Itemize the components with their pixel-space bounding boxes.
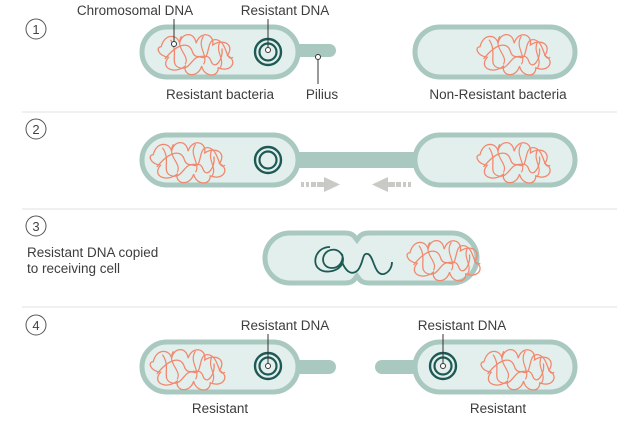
pilus <box>375 360 421 374</box>
pilus <box>290 44 336 57</box>
pilus-bridge <box>290 152 425 168</box>
caption-line-2: to receiving cell <box>27 261 120 276</box>
step-number: 3 <box>32 219 39 234</box>
step-number: 4 <box>32 318 39 333</box>
step-number-circle <box>25 215 47 237</box>
arrow-left-icon <box>372 177 411 192</box>
step-number-circle <box>25 18 47 40</box>
label-left-resistant: Resistant <box>192 401 249 416</box>
label-chromosomal-dna: Chromosomal DNA <box>77 3 193 18</box>
label-right-resistant-dna: Resistant DNA <box>418 318 507 333</box>
label-left-resistant-dna: Resistant DNA <box>241 318 330 333</box>
step-4: 4 Resistant DNA Resistant DNA Resistant … <box>25 314 578 416</box>
callout-dot <box>265 47 271 53</box>
label-non-resistant-bacteria: Non-Resistant bacteria <box>429 87 567 102</box>
resistant-bacteria-cell <box>139 24 301 80</box>
callout-dot <box>315 54 321 60</box>
callout-dot <box>171 41 177 47</box>
step-2: 2 <box>25 118 578 192</box>
step-number-circle <box>25 314 47 336</box>
step-1: 1 Chromosomal DNA Resistant DNA Resistan… <box>25 3 578 102</box>
step-number-circle <box>25 118 47 140</box>
label-resistant-bacteria: Resistant bacteria <box>166 87 275 102</box>
pilus <box>290 360 336 374</box>
resistant-dna-copying <box>314 246 393 275</box>
callout-dot <box>440 363 446 369</box>
step-number: 2 <box>32 122 39 137</box>
label-resistant-dna: Resistant DNA <box>241 3 330 18</box>
step-3: 3 Resistant DNA copied to receiving cell <box>25 215 481 286</box>
caption-line-1: Resistant DNA copied <box>27 245 158 260</box>
step-number: 1 <box>32 22 39 37</box>
label-pilius: Pilius <box>306 87 339 102</box>
arrow-right-icon <box>301 177 340 192</box>
callout-dot <box>265 363 271 369</box>
label-right-resistant: Resistant <box>470 401 527 416</box>
